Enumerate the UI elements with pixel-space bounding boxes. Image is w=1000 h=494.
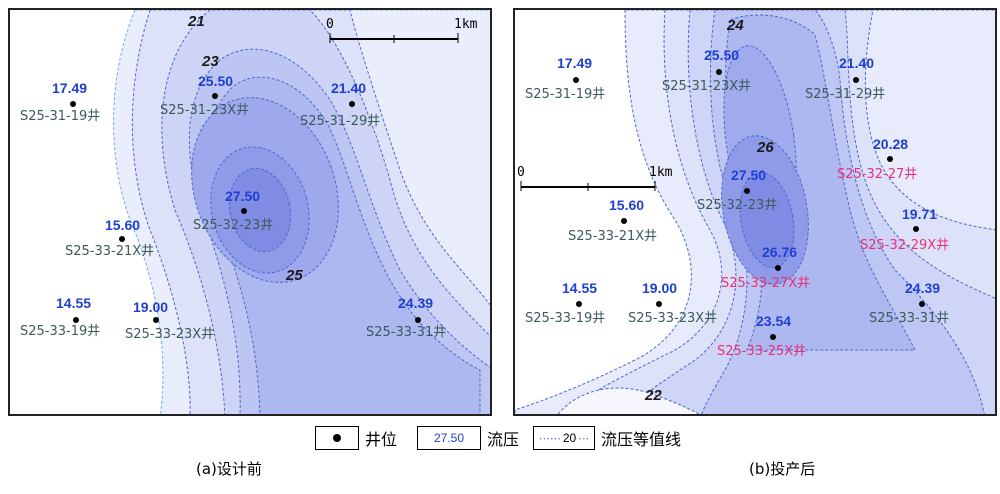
well-name: S25-33-19井 [525,311,605,326]
dashed-line-icon: ⋯ [578,431,590,445]
well-name: S25-31-29井 [300,114,380,129]
well-marker: 19.00 S25-33-23X井 [628,280,717,326]
well-marker: 20.28 S25-32-27井 [837,136,917,182]
new-well-name: S25-33-27X井 [721,276,810,291]
well-name: S25-33-23X井 [628,311,717,326]
well-marker: 25.50 S25-31-23X井 [160,73,249,118]
well-pressure: 14.55 [562,280,597,296]
well-marker: 14.55 S25-33-19井 [525,280,605,326]
well-name: S25-33-23X井 [125,327,214,342]
well-marker: 17.49 S25-31-19井 [525,55,605,102]
well-pressure: 23.54 [756,313,791,329]
well-dot-icon [333,434,341,442]
well-marker: 24.39 S25-33-31井 [366,295,446,340]
contour-label: 26 [756,139,774,156]
well-name: S25-31-23X井 [160,103,249,118]
well-marker: 25.50 S25-31-23X井 [662,47,751,94]
contour-label: 21 [187,13,205,30]
well-marker: 14.55 S25-33-19井 [20,295,100,339]
well-pressure: 17.49 [557,55,592,71]
map-panel-before: 0 1km 21 23 25 17.49 S25-31-19井 25.50 S2… [8,8,492,416]
scale-bar: 0 1km [326,17,478,43]
well-name: S25-32-23井 [193,218,273,233]
well-pressure: 14.55 [56,295,91,311]
new-well-name: S25-32-27井 [837,167,917,182]
well-marker: 24.39 S25-33-31井 [869,280,949,326]
well-pressure: 19.00 [642,280,677,296]
new-well-name: S25-32-29X井 [860,238,949,253]
caption-after: (b)投产后 [749,460,816,478]
legend-well-symbol [315,426,359,450]
well-pressure: 21.40 [331,80,366,96]
well-pressure: 26.76 [762,244,797,260]
well-marker: 15.60 S25-33-21X井 [568,197,657,244]
scale-bar-start: 0 [326,17,334,32]
well-pressure: 19.00 [133,299,168,315]
well-pressure: 27.50 [731,167,766,183]
well-marker: 19.71 S25-32-29X井 [860,206,949,253]
well-pressure: 15.60 [105,217,140,233]
well-pressure: 25.50 [704,47,739,63]
well-marker: 21.40 S25-31-29井 [805,55,885,102]
well-name: S25-31-29井 [805,87,885,102]
new-well-name: S25-33-25X井 [717,344,806,359]
well-marker: 27.50 S25-32-23井 [697,167,777,213]
well-name: S25-33-31井 [869,311,949,326]
well-marker: 26.76 S25-33-27X井 [721,244,810,291]
contour-map-after: 0 1km 24 26 22 17.49 S25-31-19井 25.50 S2… [515,10,995,414]
well-marker: 21.40 S25-31-29井 [300,80,380,129]
well-pressure: 20.28 [873,136,908,152]
well-pressure: 24.39 [398,295,433,311]
contour-label: 24 [726,17,744,34]
well-name: S25-33-21X井 [568,229,657,244]
contour-label: 22 [644,387,662,404]
scale-bar-end: 1km [454,17,478,32]
well-name: S25-32-23井 [697,198,777,213]
contour-map-before: 0 1km 21 23 25 17.49 S25-31-19井 25.50 S2… [10,10,490,414]
well-pressure: 15.60 [609,197,644,213]
legend-contour-symbol: ⋯⋯ 20 ⋯ [533,426,596,450]
legend-pressure-sample: 27.50 [434,431,465,445]
well-name: S25-31-23X井 [662,79,751,94]
caption-before: (a)设计前 [196,460,262,478]
scale-bar: 0 1km [517,165,673,191]
well-pressure: 24.39 [905,280,940,296]
well-pressure: 21.40 [839,55,874,71]
contour-label: 23 [201,53,219,70]
scale-bar-start: 0 [517,165,525,180]
well-marker: 27.50 S25-32-23井 [193,188,273,233]
well-marker: 19.00 S25-33-23X井 [125,299,214,342]
well-marker: 15.60 S25-33-21X井 [65,217,154,259]
well-marker: 23.54 S25-33-25X井 [717,313,806,359]
legend-well-label: 井位 [365,430,398,449]
well-name: S25-31-19井 [20,109,100,124]
scale-bar-end: 1km [649,165,673,180]
well-name: S25-31-19井 [525,87,605,102]
well-name: S25-33-31井 [366,325,446,340]
well-marker: 17.49 S25-31-19井 [20,80,100,124]
map-panel-after: 0 1km 24 26 22 17.49 S25-31-19井 25.50 S2… [513,8,997,416]
well-pressure: 19.71 [902,206,937,222]
contour-label: 25 [285,267,303,284]
well-pressure: 25.50 [198,73,233,89]
legend-pressure-label: 流压 [487,430,520,449]
well-pressure: 17.49 [52,80,87,96]
map-legend: 井位 27.50 流压 ⋯⋯ 20 ⋯ 流压等值线 [315,424,681,452]
legend-contour-label: 流压等值线 [601,430,682,449]
well-name: S25-33-19井 [20,324,100,339]
dashed-line-icon: ⋯⋯ [538,431,561,445]
well-name: S25-33-21X井 [65,244,154,259]
legend-pressure-symbol: 27.50 [417,426,482,450]
well-pressure: 27.50 [225,188,260,204]
legend-contour-sample: 20 [562,431,577,445]
